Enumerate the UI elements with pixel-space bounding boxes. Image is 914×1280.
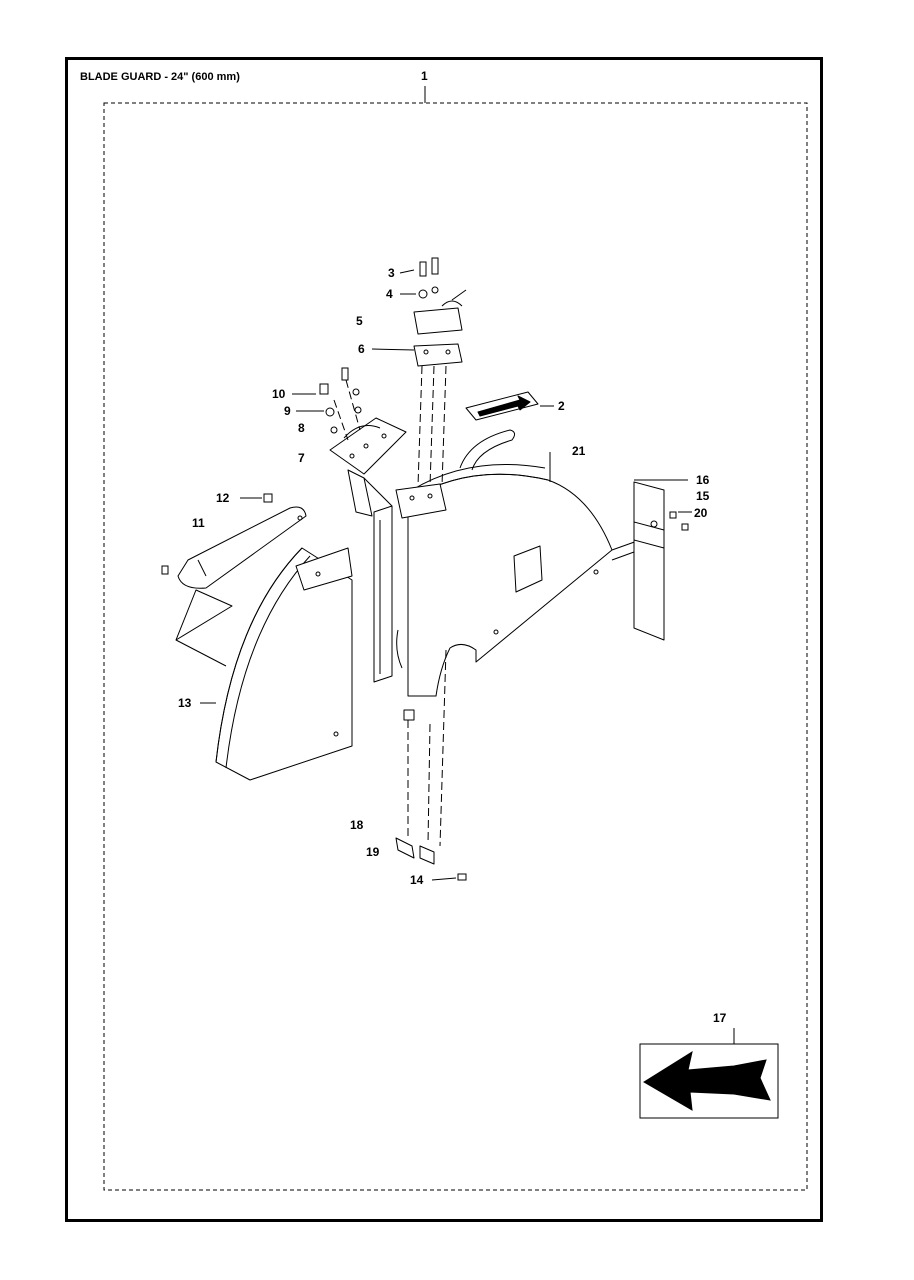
clamp-hole [423,349,429,355]
leader-14 [431,877,457,881]
screw-3 [419,261,427,277]
callout-18: 18 [350,818,364,832]
screw-10b [341,367,349,381]
hinge-hole-3 [381,433,387,439]
screw-20 [669,511,677,519]
callout-5: 5 [356,314,363,328]
callout-8: 8 [298,421,305,435]
alignment-lines [333,365,447,847]
lower-bracket-2 [419,845,435,865]
guard-shaft-line-2 [611,551,635,561]
guard-lower-curve [396,629,403,669]
fasteners [161,257,689,881]
strap-hole [297,515,303,521]
plug-12 [263,493,273,503]
lower-bracket [395,837,415,859]
screw-strap [161,565,169,575]
guard-top-rim [411,464,546,491]
callout-19: 19 [366,845,380,859]
leader-3 [399,269,415,274]
mount-hole-2 [427,493,433,499]
side-plate [633,481,665,641]
rear-guard-plate [295,547,353,591]
side-strip-bracket [373,505,393,683]
callout-16: 16 [696,473,710,487]
rear-plate-hole [315,571,321,577]
screw-3b [431,257,439,275]
washer-8b [354,406,362,414]
align-line-c [441,365,447,487]
callout-4: 4 [386,287,393,301]
washer-4b [431,286,439,294]
align-line-a [417,365,423,487]
guard-window [513,545,543,593]
callout-2: 2 [558,399,565,413]
strap-flap-edge [175,639,227,667]
leader-lines [200,269,735,1052]
leader-6 [371,348,415,351]
guard-mount-plate [395,483,447,519]
washer-4 [418,289,428,299]
guard-strap [177,506,307,589]
callout-14: 14 [410,873,424,887]
strap-detail [197,559,207,577]
align-line-h [333,399,349,441]
callout-9: 9 [284,404,291,418]
guard-hole [593,569,599,575]
drawing-title: BLADE GUARD - 24" (600 mm) [80,71,240,83]
align-line-e [427,723,431,845]
washer-15 [650,520,658,528]
leader-arrow-clamp [451,289,467,301]
callout-15: 15 [696,489,710,503]
hinge-hole-2 [363,443,369,449]
screw-10 [319,383,329,395]
clamp-hole-2 [445,349,451,355]
callout-12: 12 [216,491,230,505]
align-line-b [429,365,435,487]
washer-8 [330,426,338,434]
callout-10: 10 [272,387,286,401]
callout-20: 20 [694,506,708,520]
nut-9 [325,407,335,417]
callout-11: 11 [192,516,205,530]
screw-14 [457,873,467,881]
guard-handle-bar [459,429,516,471]
rotation-arrow-icon [643,1050,771,1111]
callout-13: 13 [178,696,192,710]
lower-clamp [413,343,463,367]
hinge-link [363,477,393,507]
callout-3: 3 [388,266,395,280]
mount-hole [409,495,415,501]
align-line-g [345,379,361,431]
hinge-hole [349,453,355,459]
drawing-frame [65,57,823,1222]
assembly-boundary [103,102,808,1191]
callout-6: 6 [358,342,365,356]
upper-clamp [413,307,463,335]
hinge-post [347,469,373,517]
rear-guard-inner [225,555,311,769]
decal-arrow-icon [477,395,531,417]
guard-hole-2 [493,629,499,635]
rear-guard-outer [215,547,303,763]
callout-1: 1 [421,69,428,83]
callout-7: 7 [298,451,305,465]
callout-21: 21 [572,444,586,458]
align-line-f [439,649,447,847]
rear-guard-hole [333,731,339,737]
strap-flap [175,589,233,641]
upper-clamp-knob [441,300,463,307]
callout-17: 17 [713,1011,727,1025]
pin-top [403,709,415,721]
nut-9b [352,388,360,396]
screw-20b [681,523,689,531]
